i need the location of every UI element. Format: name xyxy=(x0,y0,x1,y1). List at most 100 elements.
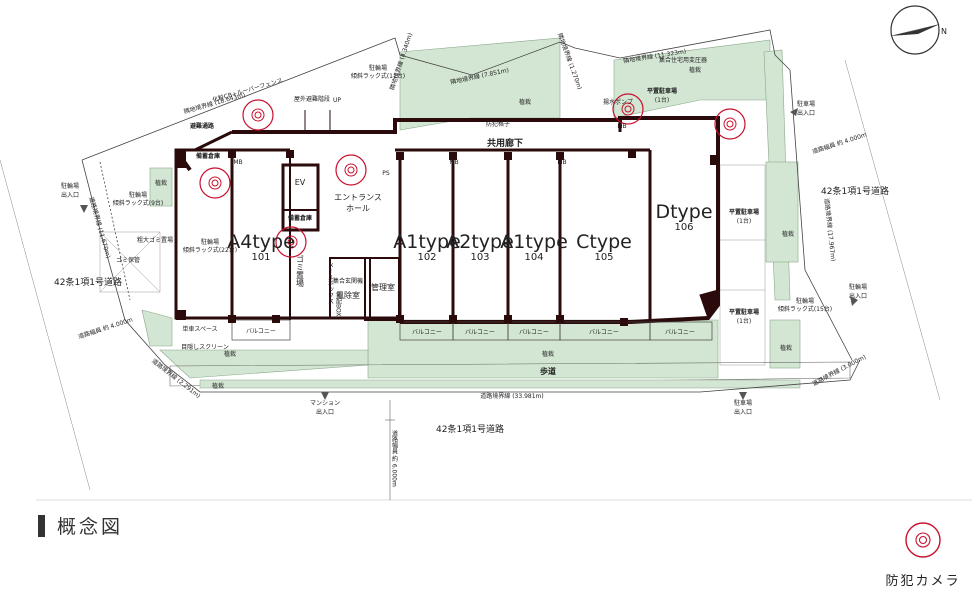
planting-label: 植栽 xyxy=(782,230,794,238)
planting-top xyxy=(399,37,561,131)
security-camera-icon xyxy=(714,108,746,140)
security-camera-icon xyxy=(199,167,231,199)
parking-label: 平置駐車場 xyxy=(729,308,759,316)
management-room-label: 管理室 xyxy=(371,282,395,292)
planting-left-a xyxy=(149,167,173,207)
compass-north-label: N xyxy=(941,27,947,36)
unit-type-label: A2type xyxy=(446,231,514,253)
evacuation-stairs-label: 屋外避難階段 xyxy=(294,95,330,103)
bicycle-parking-label: 駐輪場 xyxy=(369,64,387,72)
transformer-label: 集合住宅用変圧器 xyxy=(659,56,707,64)
screen-label: 目隠しスクリーン xyxy=(181,343,229,351)
legend-bar xyxy=(38,514,45,537)
unit-labels: A4type 101 A1type 102 A2type 103 A1type … xyxy=(227,201,712,263)
security-camera-icon xyxy=(335,154,367,186)
columns xyxy=(176,150,718,326)
bicycle-parking-detail: 傾斜ラック式(22台) xyxy=(183,246,237,254)
bike-space-label: 単車スペース xyxy=(182,325,217,333)
compass-icon: N xyxy=(890,5,947,55)
planting-label: 植栽 xyxy=(780,344,792,352)
storage-label: 備蓄倉庫 xyxy=(288,214,312,222)
garbage-room-label: ゴミ置場 xyxy=(296,254,305,288)
entrance-arrows xyxy=(80,108,858,400)
mansion-entrance-label: マンション xyxy=(310,400,340,407)
bicycle-exit-label: 出入口 xyxy=(849,292,867,300)
camera-legend: 防犯カメラ xyxy=(878,520,968,589)
planting-label: 植栽 xyxy=(542,350,554,358)
planting-label: 植栽 xyxy=(155,179,167,187)
planting-right-b xyxy=(769,319,801,369)
external-structures xyxy=(99,164,766,366)
unit-type-label: A4type xyxy=(227,231,295,253)
windbreak-room-label: 風除室 xyxy=(336,290,360,300)
parking-label: 平置駐車場 xyxy=(729,208,759,216)
bulky-garbage-label: 粗大ゴミ置場 xyxy=(137,236,173,244)
planting-bottom-left xyxy=(159,349,369,379)
planting-left-b xyxy=(141,309,173,347)
bicycle-parking-detail: 傾斜ラック式(11台) xyxy=(351,72,405,80)
arrow-icon xyxy=(739,392,747,400)
arrow-icon xyxy=(80,205,88,213)
parking-exit-label: 駐車場 xyxy=(797,100,815,108)
up-label: UP xyxy=(333,97,341,104)
boundary-label: 道路境界線 (17.967m) xyxy=(823,198,838,262)
diagram-title: 概念図 xyxy=(57,516,124,538)
bicycle-parking-detail: 傾斜ラック式(15台) xyxy=(778,305,832,313)
security-camera-icon xyxy=(612,93,644,125)
arrow-icon xyxy=(321,392,329,400)
storage-label: 備蓄倉庫 xyxy=(196,152,220,160)
bicycle-exit-label: 駐輪場 xyxy=(61,182,79,190)
unit-number-label: 104 xyxy=(524,252,543,263)
planting-label: 植栽 xyxy=(224,350,236,358)
parking-exit-label: 出入口 xyxy=(797,109,815,117)
building-walls xyxy=(174,110,720,324)
balcony-label: バルコニー xyxy=(412,329,442,336)
security-camera-icon xyxy=(905,522,941,558)
arrow-icon xyxy=(850,296,858,306)
intercom-label: 集合玄関機 xyxy=(333,277,363,285)
mailbox-label: メールボックス xyxy=(327,262,334,304)
corridor-label: 共用廊下 xyxy=(487,137,523,149)
evacuation-path-label: 避難通路 xyxy=(189,122,215,130)
bicycle-exit-label: 駐輪場 xyxy=(849,283,867,291)
balcony-label: バルコニー xyxy=(665,329,695,336)
unit-number-label: 102 xyxy=(417,252,436,263)
planting-label: 植栽 xyxy=(689,66,701,74)
bicycle-parking-label: 駐輪場 xyxy=(129,191,147,199)
anti-crime-fence-label: 防犯格子 xyxy=(486,120,510,128)
balcony-label: バルコニー xyxy=(519,329,549,336)
planting-label: 植栽 xyxy=(519,98,531,106)
unit-type-label: Dtype xyxy=(655,201,712,223)
camera-legend-label: 防犯カメラ xyxy=(885,574,961,589)
parking-count: (1台) xyxy=(655,96,670,104)
unit-type-label: A1type xyxy=(393,231,461,253)
boundary-label: 道路境界線 (3.000m) xyxy=(811,353,867,388)
balcony-label: バルコニー xyxy=(246,328,276,335)
road-label: 42条1項1号道路 xyxy=(54,276,122,288)
legend-title: 概念図 xyxy=(38,512,123,539)
entrance-hall-label: ホール xyxy=(346,204,370,213)
mb-label: MB xyxy=(557,159,566,166)
mb-label: MB xyxy=(617,123,626,130)
mb-label: MB xyxy=(449,159,458,166)
unit-number-label: 101 xyxy=(251,252,270,263)
balconies xyxy=(231,319,713,341)
road-width-label: 道路幅員 約 4.000m xyxy=(811,130,868,155)
site-boundaries xyxy=(0,29,972,501)
garbage-storage-label: ゴミ保管 xyxy=(116,256,140,264)
parking-count: (1台) xyxy=(737,217,752,225)
security-cameras xyxy=(199,93,746,258)
balcony-label: バルコニー xyxy=(589,329,619,336)
sidewalk-label: 歩道 xyxy=(540,366,556,376)
room-labels: 共用廊下 エントランス ホール 風除室 管理室 ゴミ置場 備蓄倉庫 備蓄倉庫 E… xyxy=(189,56,707,316)
unit-type-label: A1type xyxy=(500,231,568,253)
mb-label: MB xyxy=(233,159,242,166)
balcony-label: バルコニー xyxy=(465,329,495,336)
planting-right-a xyxy=(765,161,799,263)
road-label: 42条1項1号道路 xyxy=(821,185,889,197)
ps-label: PS xyxy=(382,170,390,177)
unit-number-label: 103 xyxy=(470,252,489,263)
delivery-box-label: 宅配BOX xyxy=(335,291,342,316)
elevator-label: EV xyxy=(295,178,306,187)
